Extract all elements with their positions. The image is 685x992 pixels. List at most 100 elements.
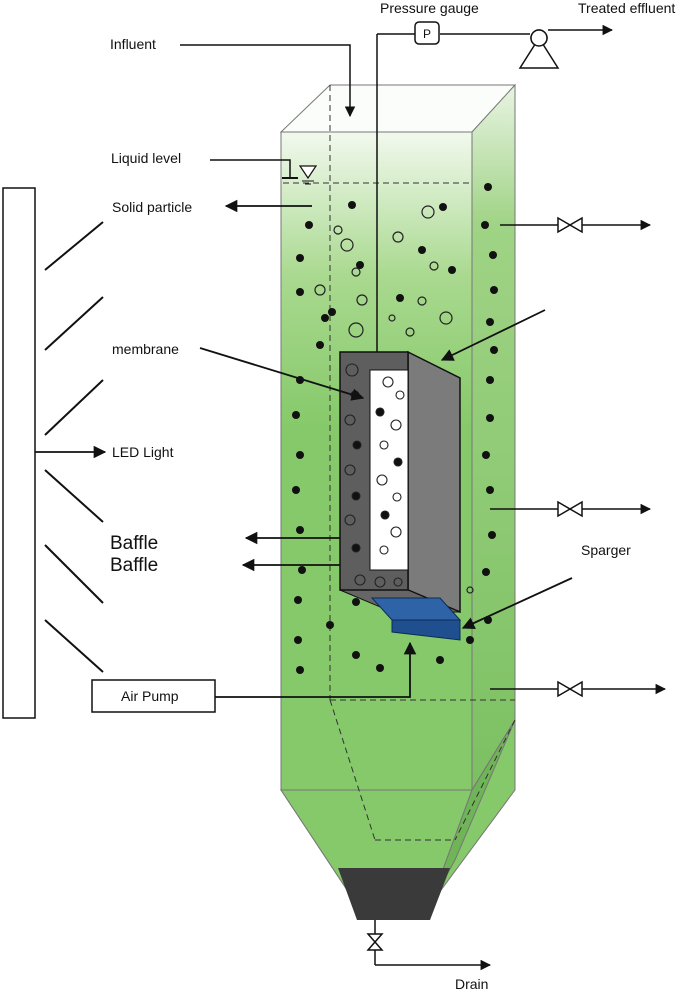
membrane-window bbox=[369, 369, 409, 571]
solid-particle bbox=[348, 201, 356, 209]
air-pump-arrow bbox=[215, 641, 417, 698]
light-ray bbox=[44, 379, 104, 436]
air-bubble bbox=[405, 327, 415, 337]
sparger-arrow bbox=[461, 577, 573, 629]
air-pump-label: Air Pump bbox=[121, 688, 179, 704]
sparger-label: Sparger bbox=[581, 542, 631, 558]
membrane-side-arrow bbox=[440, 309, 546, 361]
air-bubble bbox=[340, 238, 354, 252]
solid-particle bbox=[488, 531, 496, 539]
sparger bbox=[370, 597, 462, 641]
light-ray bbox=[44, 619, 104, 673]
membrane-bubble bbox=[382, 376, 394, 388]
membrane-bubble bbox=[351, 543, 361, 553]
solid-particle bbox=[352, 651, 360, 659]
solid-particle bbox=[486, 414, 494, 422]
solid-particles bbox=[292, 183, 498, 674]
solid-particle bbox=[296, 451, 304, 459]
treated-effluent-label: Treated effluent bbox=[578, 0, 675, 16]
cone-hidden-edge bbox=[329, 699, 376, 841]
solid-particle bbox=[486, 486, 494, 494]
valve-icon bbox=[557, 680, 583, 698]
baffle-label-1: Baffle bbox=[110, 533, 158, 554]
liquid-level-label: Liquid level bbox=[111, 150, 181, 166]
light-rays bbox=[44, 221, 104, 673]
solid-particle bbox=[305, 221, 313, 229]
solid-particle bbox=[484, 183, 492, 191]
air-bubble bbox=[351, 267, 361, 277]
solid-particle bbox=[466, 636, 474, 644]
air-bubbles bbox=[314, 205, 474, 594]
drain-valve-icon bbox=[366, 933, 384, 951]
light-ray bbox=[44, 544, 104, 604]
membrane-bubble bbox=[344, 514, 356, 526]
air-bubble bbox=[421, 205, 435, 219]
solid-particle bbox=[316, 341, 324, 349]
drain-label: Drain bbox=[455, 976, 488, 992]
solid-particle bbox=[436, 656, 444, 664]
air-bubble bbox=[356, 294, 368, 306]
solid-particle bbox=[296, 526, 304, 534]
water-level-icon bbox=[298, 165, 318, 185]
solid-particle bbox=[321, 314, 329, 322]
membrane-side-panel bbox=[407, 350, 461, 614]
air-bubble bbox=[388, 314, 396, 322]
baffle-label-2: Baffle bbox=[110, 555, 158, 576]
membrane-bubble bbox=[354, 574, 366, 586]
solid-particle bbox=[482, 568, 490, 576]
membrane-bubble bbox=[390, 526, 402, 538]
membrane-bubble bbox=[380, 510, 390, 520]
membrane-bubble bbox=[390, 419, 402, 431]
membrane-bubble bbox=[351, 491, 361, 501]
solid-particle bbox=[328, 308, 336, 316]
membrane-bubble bbox=[379, 440, 389, 450]
led-light-label: LED Light bbox=[112, 444, 174, 460]
air-bubble bbox=[392, 231, 404, 243]
membrane-bubble bbox=[393, 577, 403, 587]
solid-particle bbox=[294, 636, 302, 644]
solid-particle-label: Solid particle bbox=[112, 199, 192, 215]
air-bubble bbox=[439, 311, 453, 325]
membrane-bubble bbox=[344, 464, 356, 476]
air-bubble bbox=[333, 225, 343, 235]
solid-particle bbox=[296, 288, 304, 296]
solid-particle bbox=[482, 451, 490, 459]
sparger-front bbox=[391, 619, 461, 641]
reactor-side-face bbox=[471, 83, 516, 792]
air-bubble bbox=[417, 296, 427, 306]
air-bubble bbox=[429, 261, 439, 271]
membrane-bubble bbox=[379, 545, 389, 555]
air-bubble bbox=[466, 586, 474, 594]
solid-particle bbox=[292, 486, 300, 494]
air-pump-box bbox=[91, 679, 216, 713]
effluent-piping bbox=[376, 24, 614, 352]
led-light-panel bbox=[2, 187, 36, 719]
membrane-bubble bbox=[395, 390, 405, 400]
membrane-bubble bbox=[376, 474, 388, 486]
solid-particle bbox=[292, 411, 300, 419]
liquid-level-pointer bbox=[210, 159, 291, 178]
solid-particle bbox=[352, 598, 360, 606]
solid-particle bbox=[486, 376, 494, 384]
membrane-bubble bbox=[374, 576, 386, 588]
membrane-bubble bbox=[393, 457, 403, 467]
solid-particle bbox=[486, 318, 494, 326]
solid-particle bbox=[356, 261, 364, 269]
solid-particle bbox=[418, 246, 426, 254]
solid-particle bbox=[294, 596, 302, 604]
light-ray bbox=[44, 296, 104, 351]
solid-particle bbox=[439, 203, 447, 211]
cone-hidden-edge bbox=[454, 719, 516, 841]
solid-particle bbox=[296, 666, 304, 674]
solid-particle bbox=[489, 251, 497, 259]
membrane-bubble bbox=[392, 492, 402, 502]
membrane-bubble bbox=[345, 363, 359, 377]
influent-arrow bbox=[180, 44, 356, 118]
effluent-pump-icon bbox=[518, 29, 560, 69]
membrane-module bbox=[339, 350, 461, 614]
membrane-bubble bbox=[375, 407, 385, 417]
solid-particle bbox=[396, 294, 404, 302]
gauge-symbol: P bbox=[423, 27, 431, 41]
reactor-cone-side bbox=[429, 719, 516, 906]
